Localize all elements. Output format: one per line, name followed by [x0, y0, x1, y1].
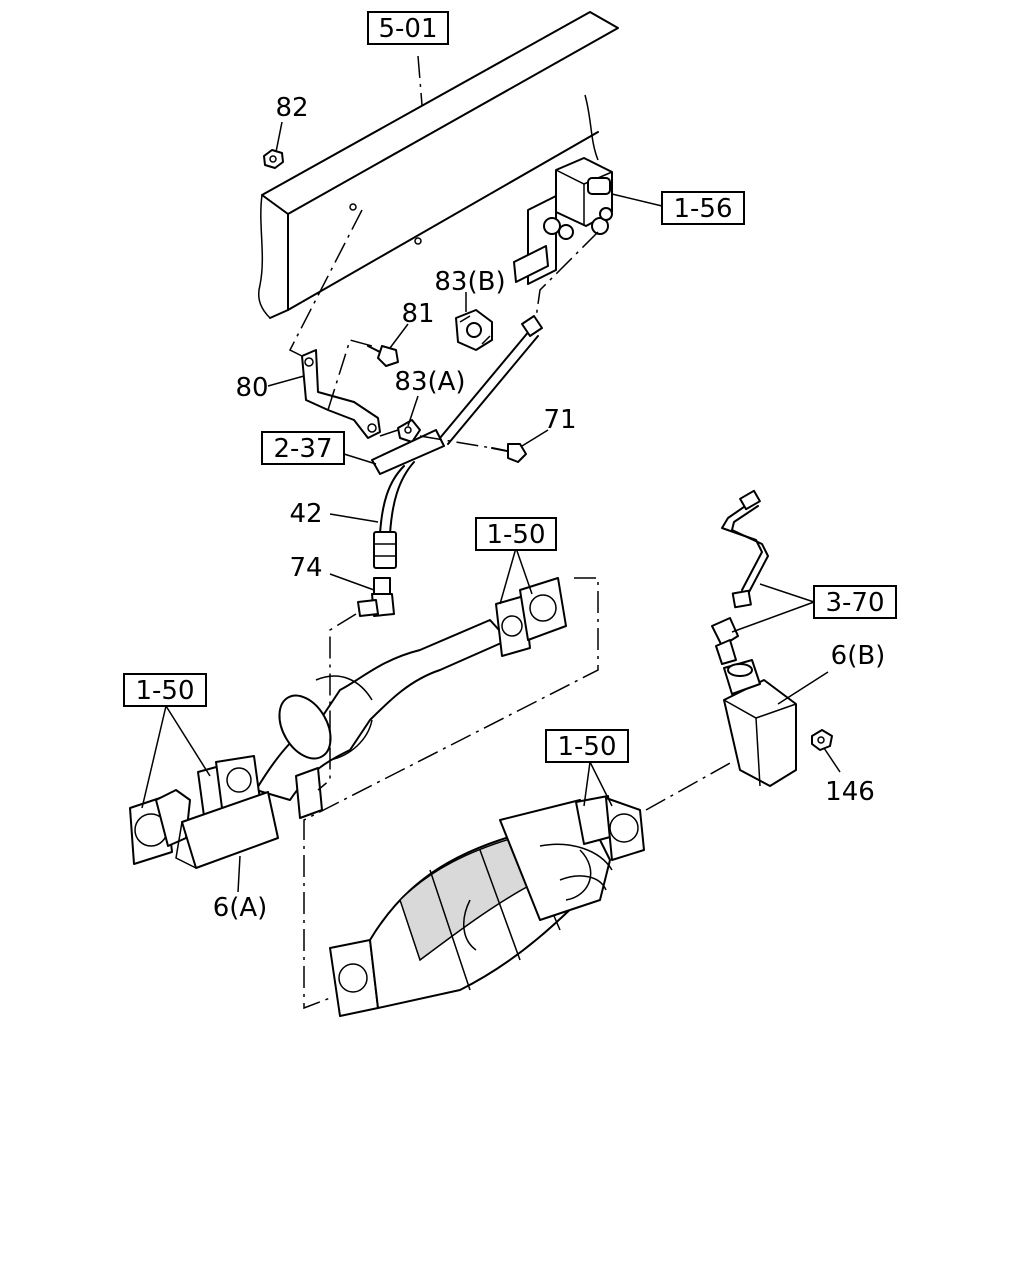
- leader-lines: [141, 121, 841, 893]
- ref-label-3-70: 3-70: [825, 588, 884, 618]
- callout-146: 146: [825, 777, 875, 807]
- ref-box-3-70: 3-70: [813, 585, 897, 619]
- callout-80: 80: [235, 373, 268, 403]
- ref-box-1-50-left: 1-50: [123, 673, 207, 707]
- ref-label-1-50-bottom: 1-50: [557, 732, 616, 762]
- ref-box-1-50-top: 1-50: [475, 517, 557, 551]
- ref-box-1-56: 1-56: [661, 191, 745, 225]
- bolt-81: [367, 345, 399, 367]
- nut-82: [263, 149, 284, 169]
- ref-box-2-37: 2-37: [261, 431, 345, 465]
- callout-42: 42: [289, 499, 322, 529]
- clamp-83b: [455, 309, 493, 351]
- ref-label-1-50-top: 1-50: [486, 520, 545, 550]
- callout-81: 81: [401, 299, 434, 329]
- connection-lines: [288, 55, 733, 1010]
- callout-74: 74: [289, 553, 322, 583]
- ref-label-1-56: 1-56: [673, 194, 732, 224]
- exhaust-elbow-6a: [129, 755, 279, 869]
- gasket-top: [519, 577, 567, 641]
- callout-82: 82: [275, 93, 308, 123]
- pipe-3-70: [711, 489, 769, 665]
- bracket-80: [301, 349, 381, 439]
- ref-label-5-01: 5-01: [378, 14, 437, 44]
- dpf-assembly: [329, 795, 645, 1017]
- callout-6b: 6(B): [831, 641, 886, 671]
- callout-83b: 83(B): [434, 267, 505, 297]
- sensor-unit: [513, 157, 613, 285]
- hose-42: [371, 429, 445, 569]
- nut-146: [811, 729, 833, 751]
- exhaust-elbow-6b: [723, 659, 797, 787]
- ref-label-1-50-left: 1-50: [135, 676, 194, 706]
- callout-83a: 83(A): [394, 367, 465, 397]
- frame-rail: [258, 11, 619, 319]
- ref-box-1-50-bottom: 1-50: [545, 729, 629, 763]
- fitting-74: [357, 577, 395, 617]
- exhaust-pipe: [255, 595, 531, 819]
- ref-box-5-01: 5-01: [367, 11, 449, 45]
- pressure-pipe-upper: [439, 315, 543, 445]
- ref-label-2-37: 2-37: [273, 434, 332, 464]
- callout-6a: 6(A): [213, 893, 268, 923]
- bolt-71: [491, 443, 527, 463]
- callout-71: 71: [543, 405, 576, 435]
